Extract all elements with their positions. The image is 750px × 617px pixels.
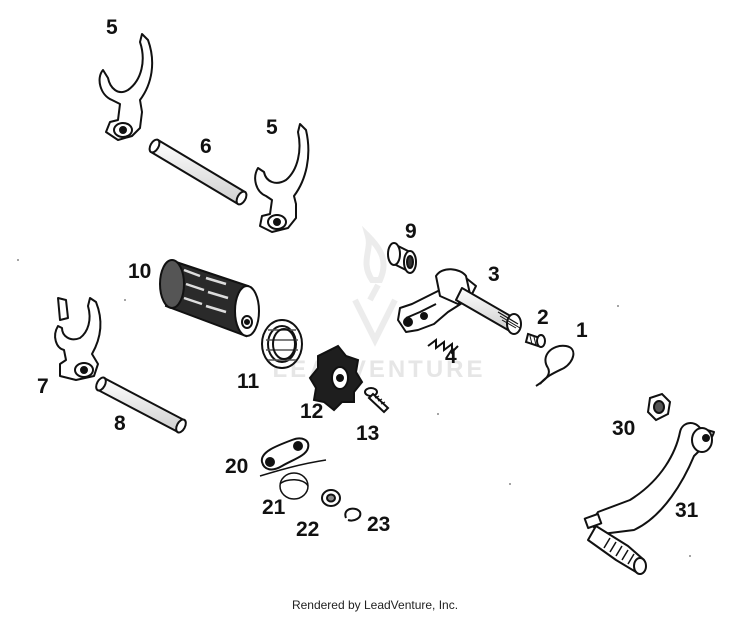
render-credit: Rendered by LeadVenture, Inc. bbox=[291, 598, 459, 612]
watermark-logo bbox=[352, 225, 398, 347]
callout-11: 11 bbox=[237, 370, 260, 393]
circlip-1 bbox=[535, 344, 575, 387]
callout-30: 30 bbox=[612, 417, 636, 440]
callout-9: 9 bbox=[405, 220, 417, 243]
callout-5: 5 bbox=[266, 116, 278, 139]
callout-12: 12 bbox=[300, 400, 324, 423]
shift-rod-8 bbox=[95, 376, 187, 434]
bushing-9 bbox=[387, 242, 417, 274]
callout-3: 3 bbox=[488, 263, 500, 286]
shift-lever-31 bbox=[583, 422, 715, 575]
callout-10: 10 bbox=[128, 260, 152, 283]
screw-13 bbox=[364, 387, 390, 414]
spring-21 bbox=[259, 459, 327, 500]
callout-20: 20 bbox=[225, 455, 249, 478]
clip-23 bbox=[344, 507, 362, 522]
callout-22: 22 bbox=[296, 518, 320, 541]
nut-30 bbox=[646, 392, 672, 422]
callout-13: 13 bbox=[356, 422, 380, 445]
callout-31: 31 bbox=[675, 499, 699, 522]
shift-star-12 bbox=[308, 344, 364, 412]
shift-shaft-3 bbox=[397, 268, 522, 335]
shift-fork-7 bbox=[54, 297, 102, 381]
callout-5: 5 bbox=[106, 16, 118, 39]
needle-bearing-11 bbox=[261, 319, 303, 369]
shift-drum-10 bbox=[159, 259, 260, 338]
callout-1: 1 bbox=[576, 319, 588, 342]
callout-7: 7 bbox=[37, 375, 49, 398]
bolt-2 bbox=[524, 332, 546, 348]
callout-2: 2 bbox=[537, 306, 549, 329]
callout-8: 8 bbox=[114, 412, 126, 435]
shift-fork-5-upper bbox=[98, 33, 154, 141]
callout-21: 21 bbox=[262, 496, 286, 519]
scan-specks bbox=[17, 259, 691, 557]
callout-6: 6 bbox=[200, 135, 212, 158]
shift-rod-6 bbox=[148, 138, 248, 206]
washer-22 bbox=[321, 489, 341, 507]
lever-20 bbox=[260, 437, 310, 471]
shift-fork-5-lower bbox=[254, 123, 310, 233]
spring-4 bbox=[427, 338, 459, 355]
watermark-text: LEADVENTURE bbox=[272, 356, 486, 383]
callout-4: 4 bbox=[445, 345, 457, 368]
callout-23: 23 bbox=[367, 513, 391, 536]
